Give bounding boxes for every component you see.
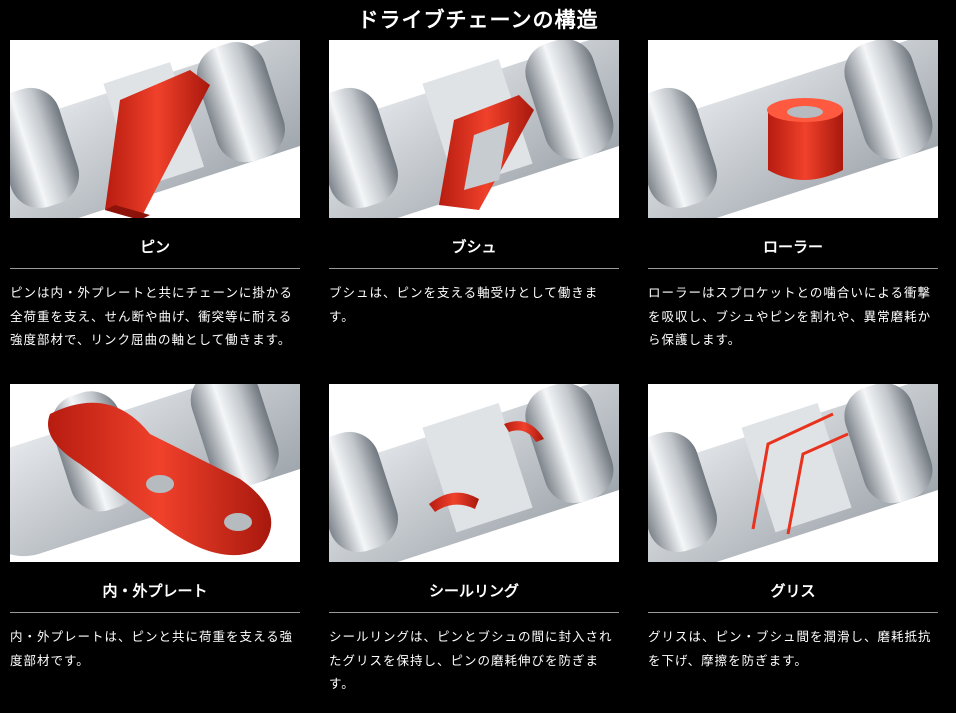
- card-title: ブシュ: [329, 236, 619, 269]
- card-description: ローラーはスプロケットとの噛合いによる衝撃を吸収し、ブシュやピンを割れや、異常磨…: [648, 285, 932, 347]
- card-title: ローラー: [648, 236, 938, 269]
- card-roller: ローラー ローラーはスプロケットとの噛合いによる衝撃を吸収し、ブシュやピンを割れ…: [648, 40, 938, 352]
- card-pin: ピン ピンは内・外プレートと共にチェーンに掛かる全荷重を支え、せん断や曲げ、衝突…: [10, 40, 300, 352]
- card-title: シールリング: [329, 580, 619, 613]
- card-bush: ブシュ ブシュは、ピンを支える軸受けとして働きます。: [329, 40, 619, 328]
- bush-image: [329, 40, 619, 218]
- plates-image: [10, 384, 300, 562]
- card-seal-ring: シールリング シールリングは、ピンとブシュの間に封入されたグリスを保持し、ピンの…: [329, 384, 619, 696]
- grease-image: [648, 384, 938, 562]
- card-plates: 内・外プレート 内・外プレートは、ピンと共に荷重を支える強度部材です。: [10, 384, 300, 672]
- card-description: シールリングは、ピンとブシュの間に封入されたグリスを保持し、ピンの磨耗伸びを防ぎ…: [329, 629, 613, 691]
- page-title: ドライブチェーンの構造: [357, 8, 599, 32]
- pin-image: [10, 40, 300, 218]
- card-description: グリスは、ピン・ブシュ間を潤滑し、磨耗抵抗を下げ、摩擦を防ぎます。: [648, 629, 932, 668]
- card-title: ピン: [10, 236, 300, 269]
- seal-ring-image: [329, 384, 619, 562]
- card-title: 内・外プレート: [10, 580, 300, 613]
- card-description: ブシュは、ピンを支える軸受けとして働きます。: [329, 285, 599, 324]
- card-description: ピンは内・外プレートと共にチェーンに掛かる全荷重を支え、せん断や曲げ、衝突等に耐…: [10, 285, 293, 347]
- roller-image: [648, 40, 938, 218]
- card-title: グリス: [648, 580, 938, 613]
- card-grease: グリス グリスは、ピン・ブシュ間を潤滑し、磨耗抵抗を下げ、摩擦を防ぎます。: [648, 384, 938, 672]
- card-description: 内・外プレートは、ピンと共に荷重を支える強度部材です。: [10, 629, 294, 668]
